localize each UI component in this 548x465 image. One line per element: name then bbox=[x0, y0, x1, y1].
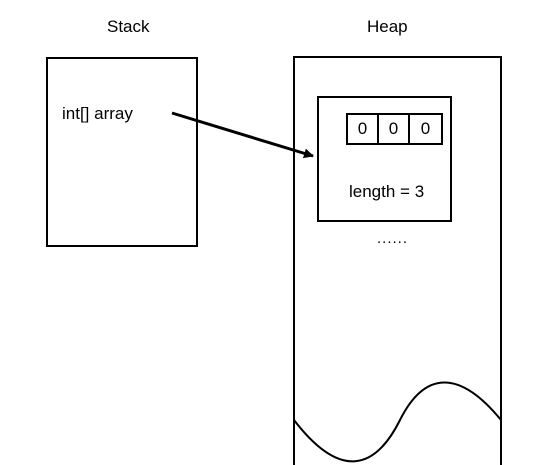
array-cell: 0 bbox=[420, 119, 431, 138]
array-variable-label: int[] array bbox=[62, 104, 133, 123]
array-cell: 0 bbox=[348, 115, 379, 143]
stack-title: Stack bbox=[107, 17, 150, 36]
heap-title: Heap bbox=[367, 17, 408, 36]
array-cells: 0 0 0 bbox=[346, 113, 443, 145]
heap-region bbox=[293, 56, 502, 465]
stack-frame bbox=[46, 57, 198, 247]
array-length-label: length = 3 bbox=[349, 182, 425, 201]
heap-ellipsis: ...... bbox=[377, 230, 409, 247]
array-cell: 0 bbox=[379, 115, 410, 143]
reference-arrow bbox=[171, 111, 314, 159]
